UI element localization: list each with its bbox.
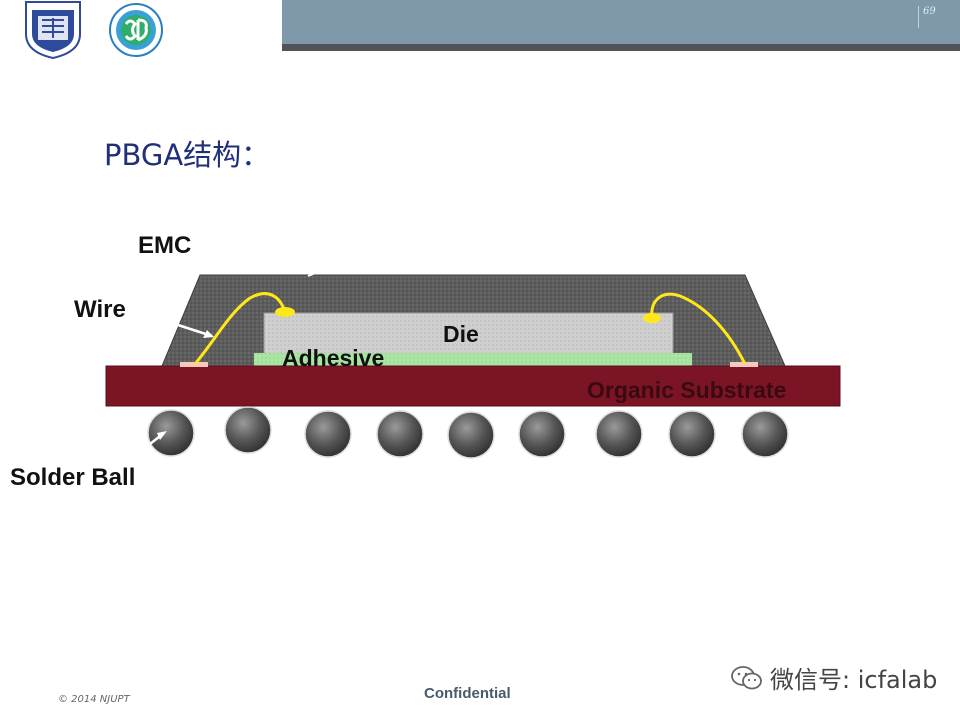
copyright-text: © 2014 NJUPT [58,694,130,705]
header-bar [282,0,960,44]
bond-wire-right [650,292,747,365]
solder-ball [518,410,566,458]
adhesive-layer [254,353,692,366]
adhesive-label: Adhesive [282,345,384,371]
wire-arrowhead [203,330,214,338]
die-block [263,312,674,355]
emc-label: EMC [138,232,192,259]
solder-ball [741,410,789,458]
wechat-watermark: 微信号: icfalab [730,660,937,695]
solder-ball-arrowhead [157,431,167,440]
header-divider [282,44,960,51]
organic-substrate [105,365,841,407]
solder-ball [224,406,272,454]
substrate-label: Organic Substrate [587,377,786,403]
solder-ball [147,409,195,457]
solder-ball [304,410,352,458]
njupt-shield-logo [25,1,81,60]
slide-title: PBGA结构： [104,138,271,172]
bond-ball-right [643,313,661,323]
solder-ball [376,410,424,458]
bond-pad-left [180,362,208,367]
bond-wire-left [193,292,287,365]
page-number: 69 [918,6,936,28]
wechat-icon [731,665,762,689]
watermark-text: 微信号: icfalab [770,666,938,694]
confidential-label: Confidential [424,685,511,702]
solder-ball [595,410,643,458]
solder-ball [668,410,716,458]
solder-ball-label: Solder Ball [10,464,136,491]
die-label: Die [443,321,479,347]
bond-ball-left [275,307,295,317]
sb-emblem-logo [109,3,163,57]
wire-label: Wire [74,296,126,323]
solder-ball [447,411,495,459]
emc-pointer-arrow [307,271,319,277]
